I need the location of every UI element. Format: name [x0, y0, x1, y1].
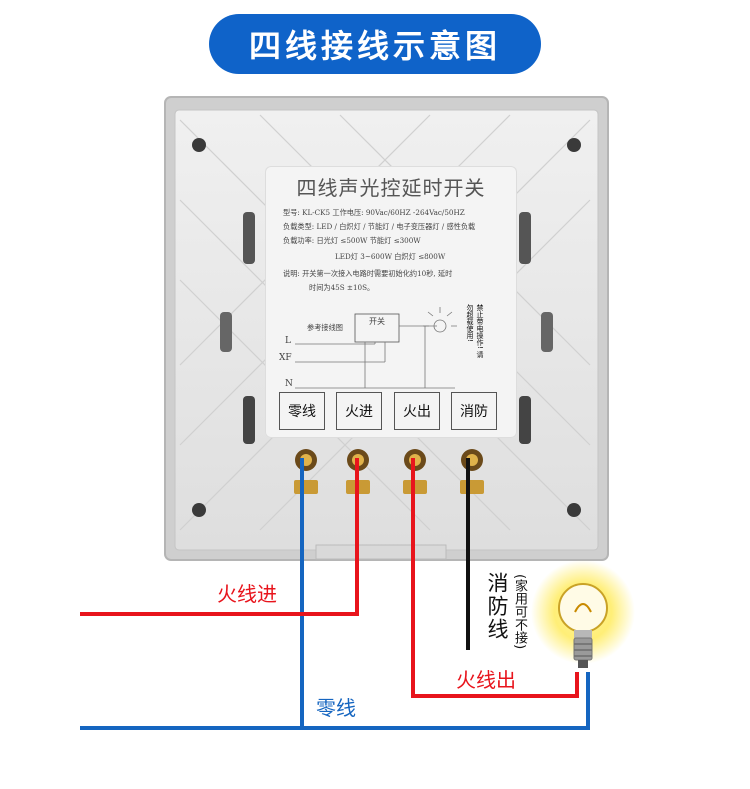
switch-box-label: 开关 [369, 317, 385, 326]
bottom-tab [315, 544, 447, 560]
live-in-label: 火线进 [217, 582, 277, 606]
line-label-xf: XF [279, 353, 292, 363]
fire-line-note: (家用可不接) [512, 574, 527, 650]
neutral-label: 零线 [316, 696, 356, 720]
spec-model: 型号: KL-CK5 工作电压: 90Vac/60HZ -264Vac/50HZ [283, 208, 465, 217]
side-slot-l1 [243, 212, 255, 264]
lightbulb-icon [531, 560, 635, 668]
side-slot-r3 [519, 396, 531, 444]
ref-wiring-diagram [295, 307, 457, 389]
spec-note2: 时间为45S ±10S。 [309, 283, 375, 292]
terminal-fire: 消防 [451, 392, 497, 430]
screw-hole-tr [567, 138, 581, 152]
fire-line-label: 消防线 [485, 572, 509, 641]
live-out-wire [411, 458, 579, 698]
screw-hole-bl [192, 503, 206, 517]
spec-load-type: 负载类型: LED / 白炽灯 / 节能灯 / 电子变压器灯 / 感性负载 [283, 222, 476, 231]
terminal-live-out: 火出 [394, 392, 440, 430]
spec-power2: LED灯 3~600W 白炽灯 ≤800W [335, 252, 446, 261]
spec-note: 说明: 开关第一次接入电路时需要初始化约10秒, 延时 [283, 269, 453, 278]
label-heading: 四线声光控延时开关 [296, 176, 486, 200]
terminal-live-in: 火进 [336, 392, 382, 430]
side-slot-r1 [519, 212, 531, 264]
warning-text: 禁止带电操作! 请勿超载使用! [466, 304, 484, 359]
live-in-wire [80, 458, 359, 616]
spec-power: 负载功率: 日光灯 ≤500W 节能灯 ≤300W [283, 236, 421, 245]
screw-hole-tl [192, 138, 206, 152]
side-slot-l2 [220, 312, 232, 352]
neutral-wire [80, 458, 590, 730]
side-slot-l3 [243, 396, 255, 444]
line-label-l: L [285, 336, 291, 346]
ref-wiring-title: 参考接线图 [307, 323, 343, 332]
screw-hole-br [567, 503, 581, 517]
live-out-label: 火线出 [456, 668, 516, 692]
line-label-n: N [285, 379, 293, 389]
side-slot-r2 [541, 312, 553, 352]
terminal-neutral: 零线 [279, 392, 325, 430]
diagram-title: 四线接线示意图 [209, 14, 541, 74]
